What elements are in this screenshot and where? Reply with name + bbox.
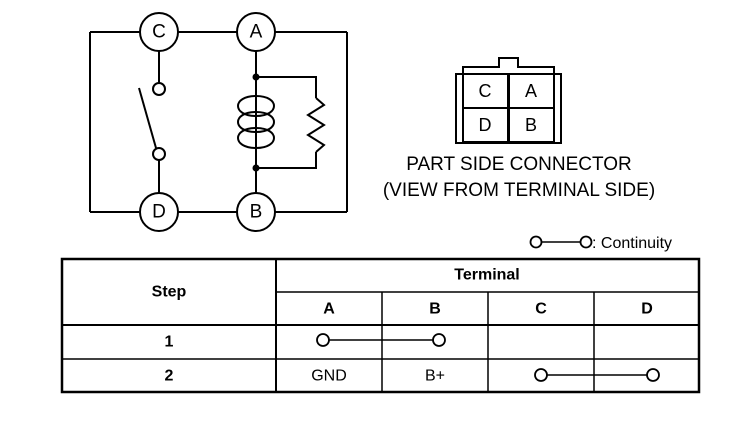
table-header-col-c: C: [535, 301, 547, 318]
table-row2-cell-b: B+: [425, 368, 445, 385]
relay-circuit: [89, 31, 348, 213]
switch-blade: [138, 87, 157, 149]
table-header-terminal: Terminal: [454, 267, 520, 284]
row1-continuity-a-b: [316, 333, 446, 347]
table-header-step: Step: [152, 284, 187, 301]
junction-dot-top: [252, 73, 260, 81]
table-header-col-a: A: [323, 301, 335, 318]
legend-symbol-dot-right: [579, 235, 593, 249]
terminal-b: B: [236, 192, 276, 232]
switch-contact-top: [152, 82, 166, 96]
terminal-d: D: [139, 192, 179, 232]
coil-loop-3: [237, 126, 275, 150]
junction-dot-bottom: [252, 164, 260, 172]
table-header-col-b: B: [429, 301, 441, 318]
connector-caption-line1: PART SIDE CONNECTOR: [406, 154, 632, 175]
table-row2-step: 2: [165, 368, 174, 385]
table-row2-cell-a: GND: [311, 368, 347, 385]
connector-label-a: A: [525, 81, 537, 101]
row2-continuity-dot-d: [646, 368, 660, 382]
terminal-d-label: D: [152, 202, 166, 223]
continuity-table: [60, 257, 701, 394]
part-side-connector: [455, 57, 562, 144]
connector-caption-line2: (VIEW FROM TERMINAL SIDE): [383, 180, 655, 201]
terminal-c: C: [139, 12, 179, 52]
wire-resistor-top: [256, 76, 317, 98]
connector-label-d: D: [479, 115, 492, 135]
connector-cell-b: [508, 107, 555, 143]
continuity-legend: : Continuity: [529, 235, 672, 252]
connector-label-b: B: [525, 115, 537, 135]
terminal-a-label: A: [250, 22, 263, 43]
row1-continuity-dot-b: [432, 333, 446, 347]
legend-text: : Continuity: [592, 235, 672, 252]
row2-continuity-c-d: [534, 368, 660, 382]
row2-continuity-dot-c: [534, 368, 548, 382]
resistor-zigzag: [306, 97, 326, 153]
wire-resistor-bottom: [256, 152, 317, 169]
switch-contact-bottom: [152, 147, 166, 161]
row1-continuity-dot-a: [316, 333, 330, 347]
coil-loop-2: [237, 110, 275, 134]
legend-symbol-dot-left: [529, 235, 543, 249]
table-row1-step: 1: [165, 334, 174, 351]
connector-label-c: C: [479, 81, 492, 101]
terminal-b-label: B: [250, 202, 263, 223]
terminal-a: A: [236, 12, 276, 52]
coil-loop-1: [237, 94, 275, 118]
terminal-c-label: C: [152, 22, 166, 43]
table-header-col-d: D: [641, 301, 653, 318]
